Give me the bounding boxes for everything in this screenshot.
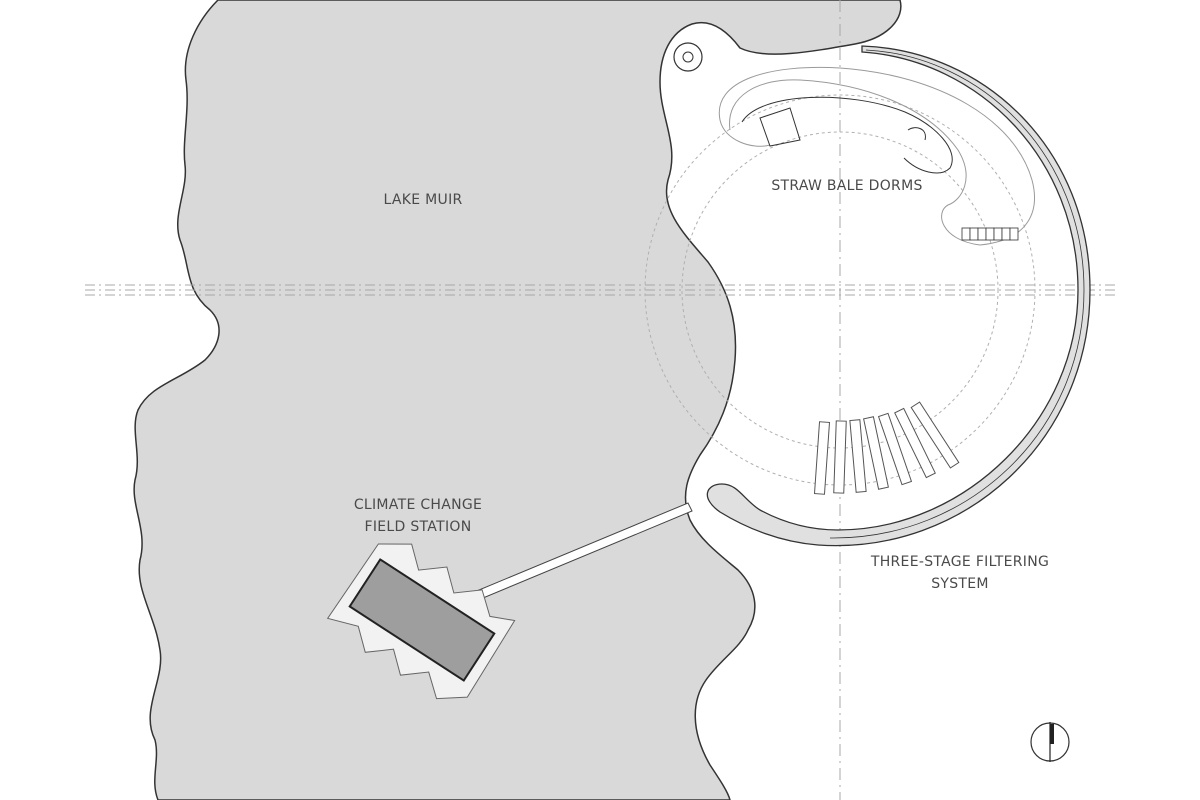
field-station-building <box>348 558 496 682</box>
filtering-system-line2: SYSTEM <box>931 576 989 592</box>
field-station <box>326 543 516 700</box>
lake-muir-label: LAKE MUIR <box>368 189 478 211</box>
small-units <box>961 227 1019 241</box>
filtering-system-label: THREE-STAGE FILTERING SYSTEM <box>852 551 1068 595</box>
dorm-slats <box>813 401 960 495</box>
round-structure <box>673 42 703 72</box>
field-station-line2: FIELD STATION <box>364 519 472 535</box>
lake-muir-water <box>133 0 902 800</box>
lake-muir-text: LAKE MUIR <box>383 192 463 208</box>
three-stage-filtering-channel <box>706 45 1091 547</box>
north-arrow-icon <box>1030 722 1070 762</box>
straw-bale-dorms-label: STRAW BALE DORMS <box>754 175 940 197</box>
straw-bale-dorms-text: STRAW BALE DORMS <box>771 178 923 194</box>
field-station-label: CLIMATE CHANGE FIELD STATION <box>338 494 498 538</box>
filtering-system-line1: THREE-STAGE FILTERING <box>870 554 1050 570</box>
field-station-line1: CLIMATE CHANGE <box>353 497 483 513</box>
survey-axis-lines <box>85 0 1115 800</box>
